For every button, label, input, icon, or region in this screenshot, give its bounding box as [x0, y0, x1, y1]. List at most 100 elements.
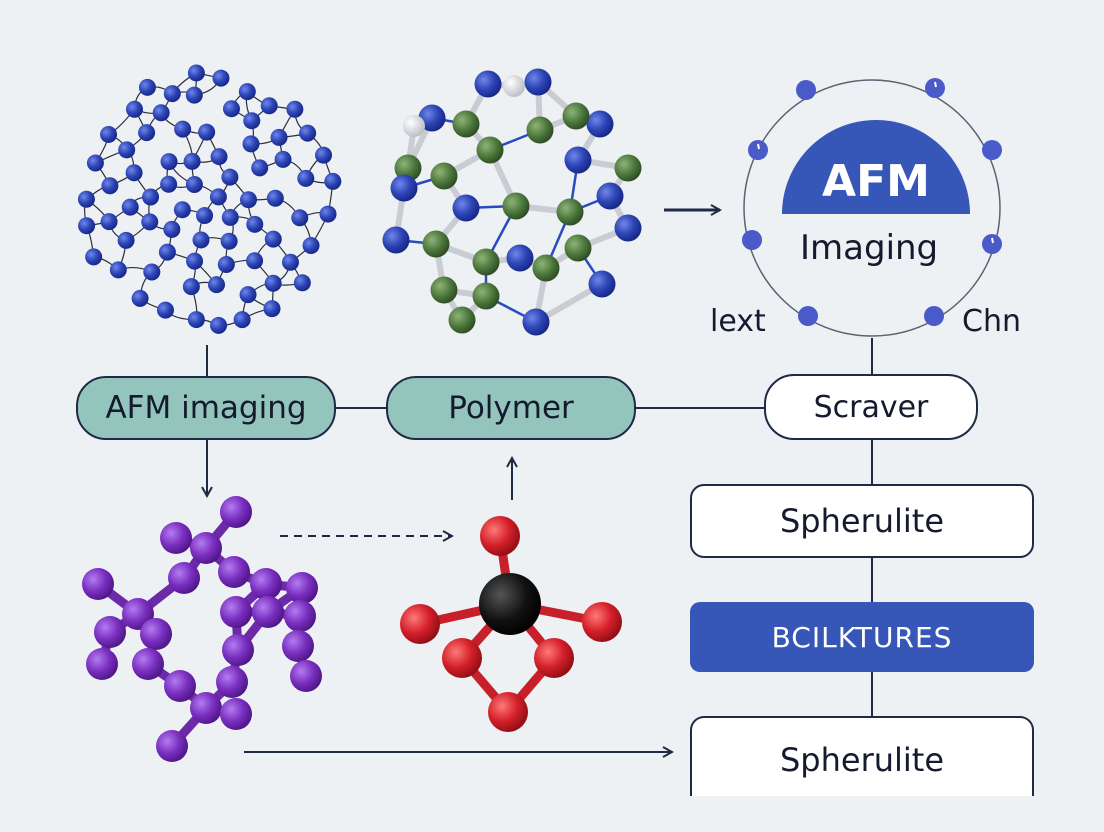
network-atom [109, 261, 127, 279]
purple-atom [290, 660, 322, 692]
red-atom [442, 638, 482, 678]
purple-atom [220, 698, 252, 730]
network-atom [85, 248, 103, 266]
network-atom [264, 274, 282, 292]
node-spherulite-bottom[interactable]: Spherulite [690, 716, 1034, 796]
network-atom [221, 168, 239, 186]
network-atom [209, 188, 227, 206]
network-atom [238, 83, 256, 101]
network-atom [319, 205, 337, 223]
network-atom [212, 69, 230, 87]
network-atom [274, 150, 292, 168]
network-atom [131, 289, 149, 307]
network-atom [125, 100, 143, 118]
network-atom [185, 175, 203, 193]
network-atom [158, 243, 176, 261]
cage-atom [588, 270, 616, 298]
cage-atom [564, 234, 592, 262]
network-atom [125, 164, 143, 182]
cage-atom [394, 154, 422, 182]
cage-atom [472, 282, 500, 310]
network-atom [302, 237, 320, 255]
network-atom [186, 252, 204, 270]
center-atom [479, 573, 541, 635]
node-afm-imaging[interactable]: AFM imaging [76, 376, 336, 440]
network-atom [291, 209, 309, 227]
node-scraver[interactable]: Scraver [764, 374, 978, 440]
purple-atom [216, 666, 248, 698]
purple-atom [282, 630, 314, 662]
network-atom [78, 217, 96, 235]
cage-atom [452, 110, 480, 138]
cage-atom [586, 110, 614, 138]
network-atom [160, 153, 178, 171]
red-atom [582, 602, 622, 642]
purple-atom [86, 648, 118, 680]
afm-orbit-icon [742, 78, 1002, 337]
network-atom [324, 172, 342, 190]
afm-dome-shape [782, 120, 970, 214]
network-atom [77, 190, 95, 208]
network-atom [242, 135, 260, 153]
network-atom [187, 311, 205, 329]
cage-atom [532, 254, 560, 282]
purple-atom [168, 562, 200, 594]
cage-atom [382, 226, 410, 254]
purple-atom [286, 572, 318, 604]
node-polymer[interactable]: Polymer [386, 376, 636, 440]
cage-atom [390, 174, 418, 202]
network-atom [138, 78, 156, 96]
purple-atom [252, 596, 284, 628]
purple-atom [190, 532, 222, 564]
orbit-dot [748, 140, 768, 160]
cage-atom [596, 182, 624, 210]
node-spherulite-top[interactable]: Spherulite [690, 484, 1034, 558]
orbit-dot [798, 306, 818, 326]
purple-atom [220, 496, 252, 528]
network-atom [239, 191, 257, 209]
purple-atom [94, 616, 126, 648]
cage-atom [564, 146, 592, 174]
network-atom [182, 278, 200, 296]
cage-atom [430, 276, 458, 304]
network-atom [117, 231, 135, 249]
orbit-dot [982, 234, 1002, 254]
orbit-dot [924, 306, 944, 326]
random-network-molecule-icon [77, 64, 342, 334]
orbit-dot [925, 78, 945, 98]
purple-atom [140, 618, 172, 650]
cage-atom [403, 115, 425, 137]
network-atom [246, 252, 264, 270]
network-atom [100, 125, 118, 143]
network-atom [297, 169, 315, 187]
purple-atom [250, 568, 282, 600]
cage-atom [422, 230, 450, 258]
network-atom [260, 97, 278, 115]
network-atom [198, 123, 216, 141]
orbit-dot [796, 80, 816, 100]
network-atom [264, 230, 282, 248]
network-atom [187, 64, 205, 82]
network-atom [281, 253, 299, 271]
purple-atom [82, 568, 114, 600]
network-atom [163, 220, 181, 238]
network-atom [286, 100, 304, 118]
cage-atom [430, 162, 458, 190]
network-atom [210, 316, 228, 334]
orbit-label-right: Chn [962, 304, 1021, 339]
red-atom [400, 604, 440, 644]
cage-atom [614, 154, 642, 182]
network-atom [196, 207, 214, 225]
red-molecule-icon [400, 516, 622, 732]
network-atom [100, 213, 118, 231]
purple-atom [284, 600, 316, 632]
network-atom [163, 85, 181, 103]
network-atom [141, 213, 159, 231]
node-bcilktures[interactable]: BCILKTURES [690, 602, 1034, 672]
connectors [207, 210, 873, 752]
afm-badge-subtitle: Imaging [800, 228, 939, 268]
network-atom [185, 86, 203, 104]
network-atom [118, 141, 136, 159]
